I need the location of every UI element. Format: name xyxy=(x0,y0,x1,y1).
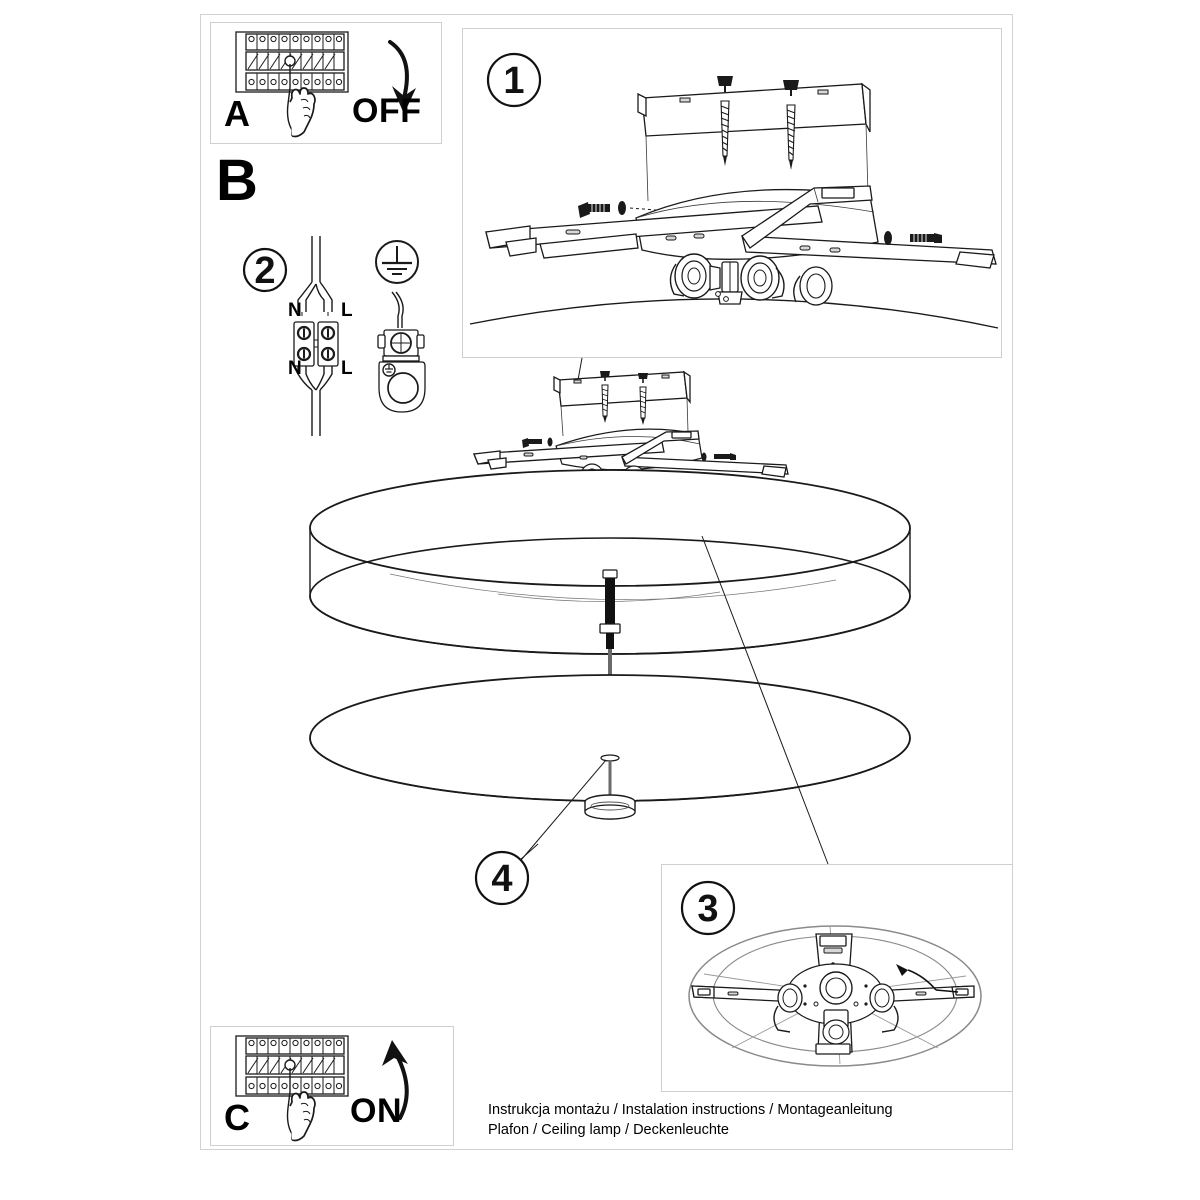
breaker-panel-hand-icon-c xyxy=(228,1032,444,1142)
step-2-wiring-diagram: 2 xyxy=(242,236,452,436)
ceiling-bracket xyxy=(637,82,871,202)
washer-left xyxy=(618,201,626,215)
step-1-number: 1 xyxy=(503,60,524,102)
washer-right xyxy=(884,231,892,245)
section-letter-a: A xyxy=(224,93,250,134)
step-1-illustration: 1 xyxy=(469,36,999,354)
caption-line-1: Instrukcja montażu / Instalation instruc… xyxy=(488,1102,893,1118)
section-letter-b: B xyxy=(216,148,258,213)
terminal-label-n-top: N xyxy=(288,300,302,321)
step-2-number: 2 xyxy=(254,250,275,292)
wall-plug-1 xyxy=(717,76,733,92)
lamp-socket-far xyxy=(793,266,833,306)
step-3-number: 3 xyxy=(697,888,718,930)
terminal-label-l-top: L xyxy=(341,300,353,321)
terminal-label-l-bottom: L xyxy=(341,358,353,379)
lamp-socket-right xyxy=(740,255,785,301)
step-4-number: 4 xyxy=(491,858,512,900)
wall-plug-2 xyxy=(783,80,799,96)
lamp-socket-left xyxy=(669,253,721,299)
breaker-panel-hand-icon-a xyxy=(228,28,438,138)
wood-screw-1 xyxy=(720,100,730,166)
breaker-off-label: OFF xyxy=(352,92,422,130)
machine-screw-right xyxy=(884,231,942,245)
step-3-illustration: 3 xyxy=(670,872,1006,1086)
lamp-sockets-bottom-view xyxy=(773,971,899,1045)
caption-block: Instrukcja montażu / Instalation instruc… xyxy=(488,1100,908,1140)
section-letter-c: C xyxy=(224,1097,250,1138)
callout-4: 4 xyxy=(466,842,546,922)
caption-line-2: Plafon / Ceiling lamp / Deckenleuchte xyxy=(488,1122,729,1138)
terminal-label-n-bottom: N xyxy=(288,358,302,379)
breaker-on-label: ON xyxy=(350,1092,402,1130)
cross-bracket xyxy=(485,185,997,269)
wood-screw-2 xyxy=(786,104,796,170)
main-lamp-illustration xyxy=(280,469,940,870)
shade-top-rim xyxy=(309,469,911,587)
page-frame xyxy=(200,14,1013,1150)
machine-screw-left xyxy=(578,201,657,218)
decorative-finial xyxy=(584,754,636,820)
